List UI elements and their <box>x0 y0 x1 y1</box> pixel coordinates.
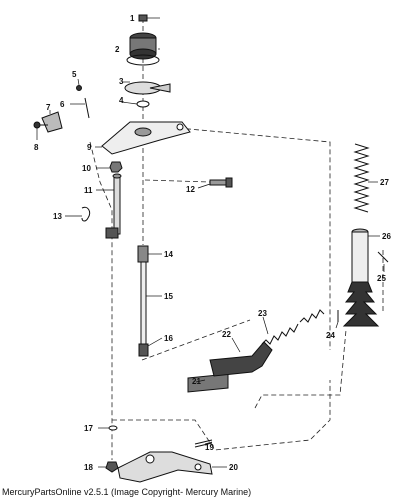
callout-14: 14 <box>164 250 173 259</box>
spring-segment <box>299 309 325 323</box>
part-7-bracket <box>41 110 63 133</box>
callout-13: 13 <box>53 212 62 221</box>
part-19-cotter-pin <box>194 439 213 448</box>
part-6-detent-rod <box>70 97 90 119</box>
callout-19: 19 <box>205 443 214 452</box>
part-13-clip <box>65 206 91 222</box>
part-14-coupler <box>137 245 162 263</box>
part-26-tube <box>351 228 380 283</box>
part-11-shift-shaft <box>96 173 122 239</box>
callout-26: 26 <box>382 232 391 241</box>
part-18-nut <box>98 461 119 473</box>
part-12-screw <box>197 177 233 189</box>
part-4-washer <box>121 100 150 108</box>
callout-21: 21 <box>192 377 201 386</box>
callout-7: 7 <box>46 103 51 112</box>
callout-25: 25 <box>377 274 386 283</box>
callout-24: 24 <box>326 331 335 340</box>
callout-8: 8 <box>34 143 39 152</box>
callout-6: 6 <box>60 100 65 109</box>
boot <box>342 281 380 327</box>
copyright-footer: MercuryPartsOnline v2.5.1 (Image Copyrig… <box>2 487 252 497</box>
part-3-cam <box>122 81 171 95</box>
callout-15: 15 <box>164 292 173 301</box>
callout-3: 3 <box>119 77 124 86</box>
callout-4: 4 <box>119 96 124 105</box>
part-15-shift-rod <box>140 261 162 345</box>
callout-23: 23 <box>258 309 267 318</box>
part-25-pin <box>377 251 389 272</box>
callout-10: 10 <box>82 164 91 173</box>
callout-17: 17 <box>84 424 93 433</box>
part-24-pin <box>335 310 339 329</box>
part-5-pin <box>76 78 82 91</box>
part-8-bolt <box>33 121 48 140</box>
part-10-nut <box>96 161 123 173</box>
part-9-shift-lever <box>95 121 191 155</box>
callout-1: 1 <box>130 14 135 23</box>
callout-20: 20 <box>229 463 238 472</box>
callout-12: 12 <box>186 185 195 194</box>
part-17-washer <box>98 425 118 431</box>
callouts: 1 2 3 4 5 6 7 8 9 10 11 12 13 14 15 16 1… <box>34 14 391 472</box>
part-22-handle <box>209 337 273 377</box>
callout-16: 16 <box>164 334 173 343</box>
part-1-screw <box>138 14 160 22</box>
part-23-spring <box>261 316 299 345</box>
callout-5: 5 <box>72 70 77 79</box>
callout-22: 22 <box>222 330 231 339</box>
part-20-shift-crank <box>117 451 227 483</box>
part-2-bearing-housing <box>126 32 160 66</box>
callout-27: 27 <box>380 178 389 187</box>
callout-2: 2 <box>115 45 120 54</box>
assembly-lines <box>89 18 384 460</box>
part-27-spring <box>353 143 378 213</box>
callout-18: 18 <box>84 463 93 472</box>
callout-11: 11 <box>84 186 93 195</box>
callout-9: 9 <box>87 143 92 152</box>
part-16-rod-end <box>138 337 163 357</box>
